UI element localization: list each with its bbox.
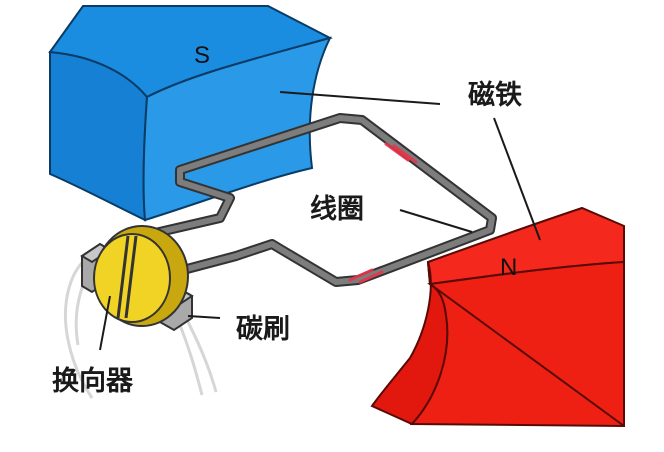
coil bbox=[120, 113, 497, 287]
leader-coil bbox=[399, 209, 473, 233]
commutator bbox=[93, 225, 189, 327]
south-magnet: S bbox=[48, 5, 333, 222]
north-pole-letter: N bbox=[500, 254, 517, 281]
south-magnet-pole-face bbox=[142, 36, 332, 222]
north-magnet-front-face bbox=[409, 260, 625, 428]
leader-lines bbox=[99, 91, 541, 351]
leader-magnet-north bbox=[493, 117, 541, 241]
label-brush: 碳刷 bbox=[236, 314, 290, 345]
label-coil: 线圈 bbox=[310, 194, 364, 225]
leader-magnet-south bbox=[279, 91, 441, 105]
south-pole-letter: S bbox=[194, 42, 210, 69]
label-magnet: 磁铁 bbox=[468, 80, 522, 111]
north-magnet: N bbox=[370, 206, 625, 428]
label-commutator: 换向器 bbox=[52, 365, 134, 397]
current-mark-top bbox=[384, 142, 418, 164]
north-magnet-edge bbox=[429, 283, 625, 427]
leader-brush bbox=[187, 315, 221, 319]
current-mark-bottom bbox=[348, 268, 384, 284]
coil-loop bbox=[122, 115, 495, 285]
commutator-split bbox=[116, 235, 138, 319]
leader-commutator bbox=[99, 295, 111, 351]
